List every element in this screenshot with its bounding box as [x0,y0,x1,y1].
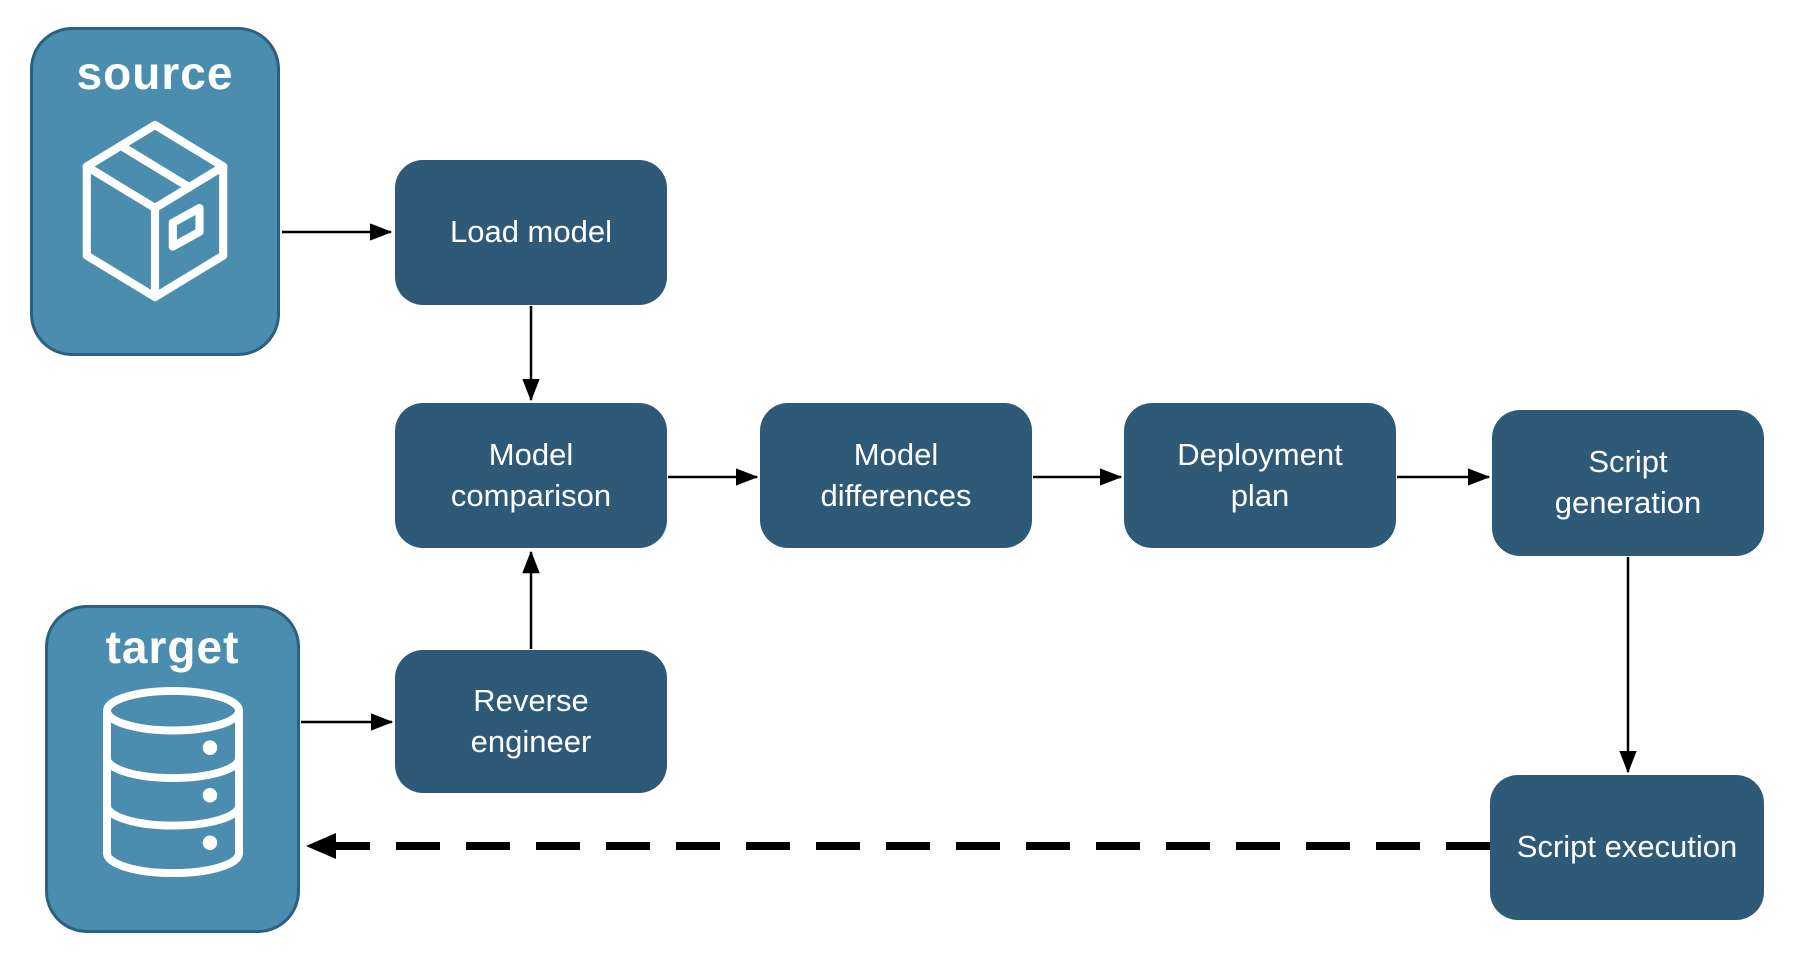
package-icon [82,120,228,301]
source-label: source [76,47,234,99]
node-model-comparison-label: Model comparison [450,436,612,513]
node-reverse-engineer: Reverse engineer [395,650,667,793]
node-model-comparison: Model comparison [395,403,667,548]
node-reverse-engineer-label: Reverse engineer [470,682,592,759]
database-icon [102,686,243,877]
node-model-differences-label: Model differences [820,436,972,513]
node-script-generation: Script generation [1492,410,1764,556]
node-load-model: Load model [395,160,667,305]
node-script-generation-label: Script generation [1554,444,1702,520]
source-box: source [30,27,280,356]
node-load-model-label: Load model [449,214,612,250]
node-model-differences: Model differences [760,403,1032,548]
target-label: target [105,621,240,673]
node-deployment-plan-label: Deployment plan [1177,436,1343,513]
node-deployment-plan: Deployment plan [1124,403,1396,548]
node-script-execution: Script execution [1490,775,1764,920]
target-box: target [45,605,300,933]
node-script-execution-label: Script execution [1516,829,1738,865]
